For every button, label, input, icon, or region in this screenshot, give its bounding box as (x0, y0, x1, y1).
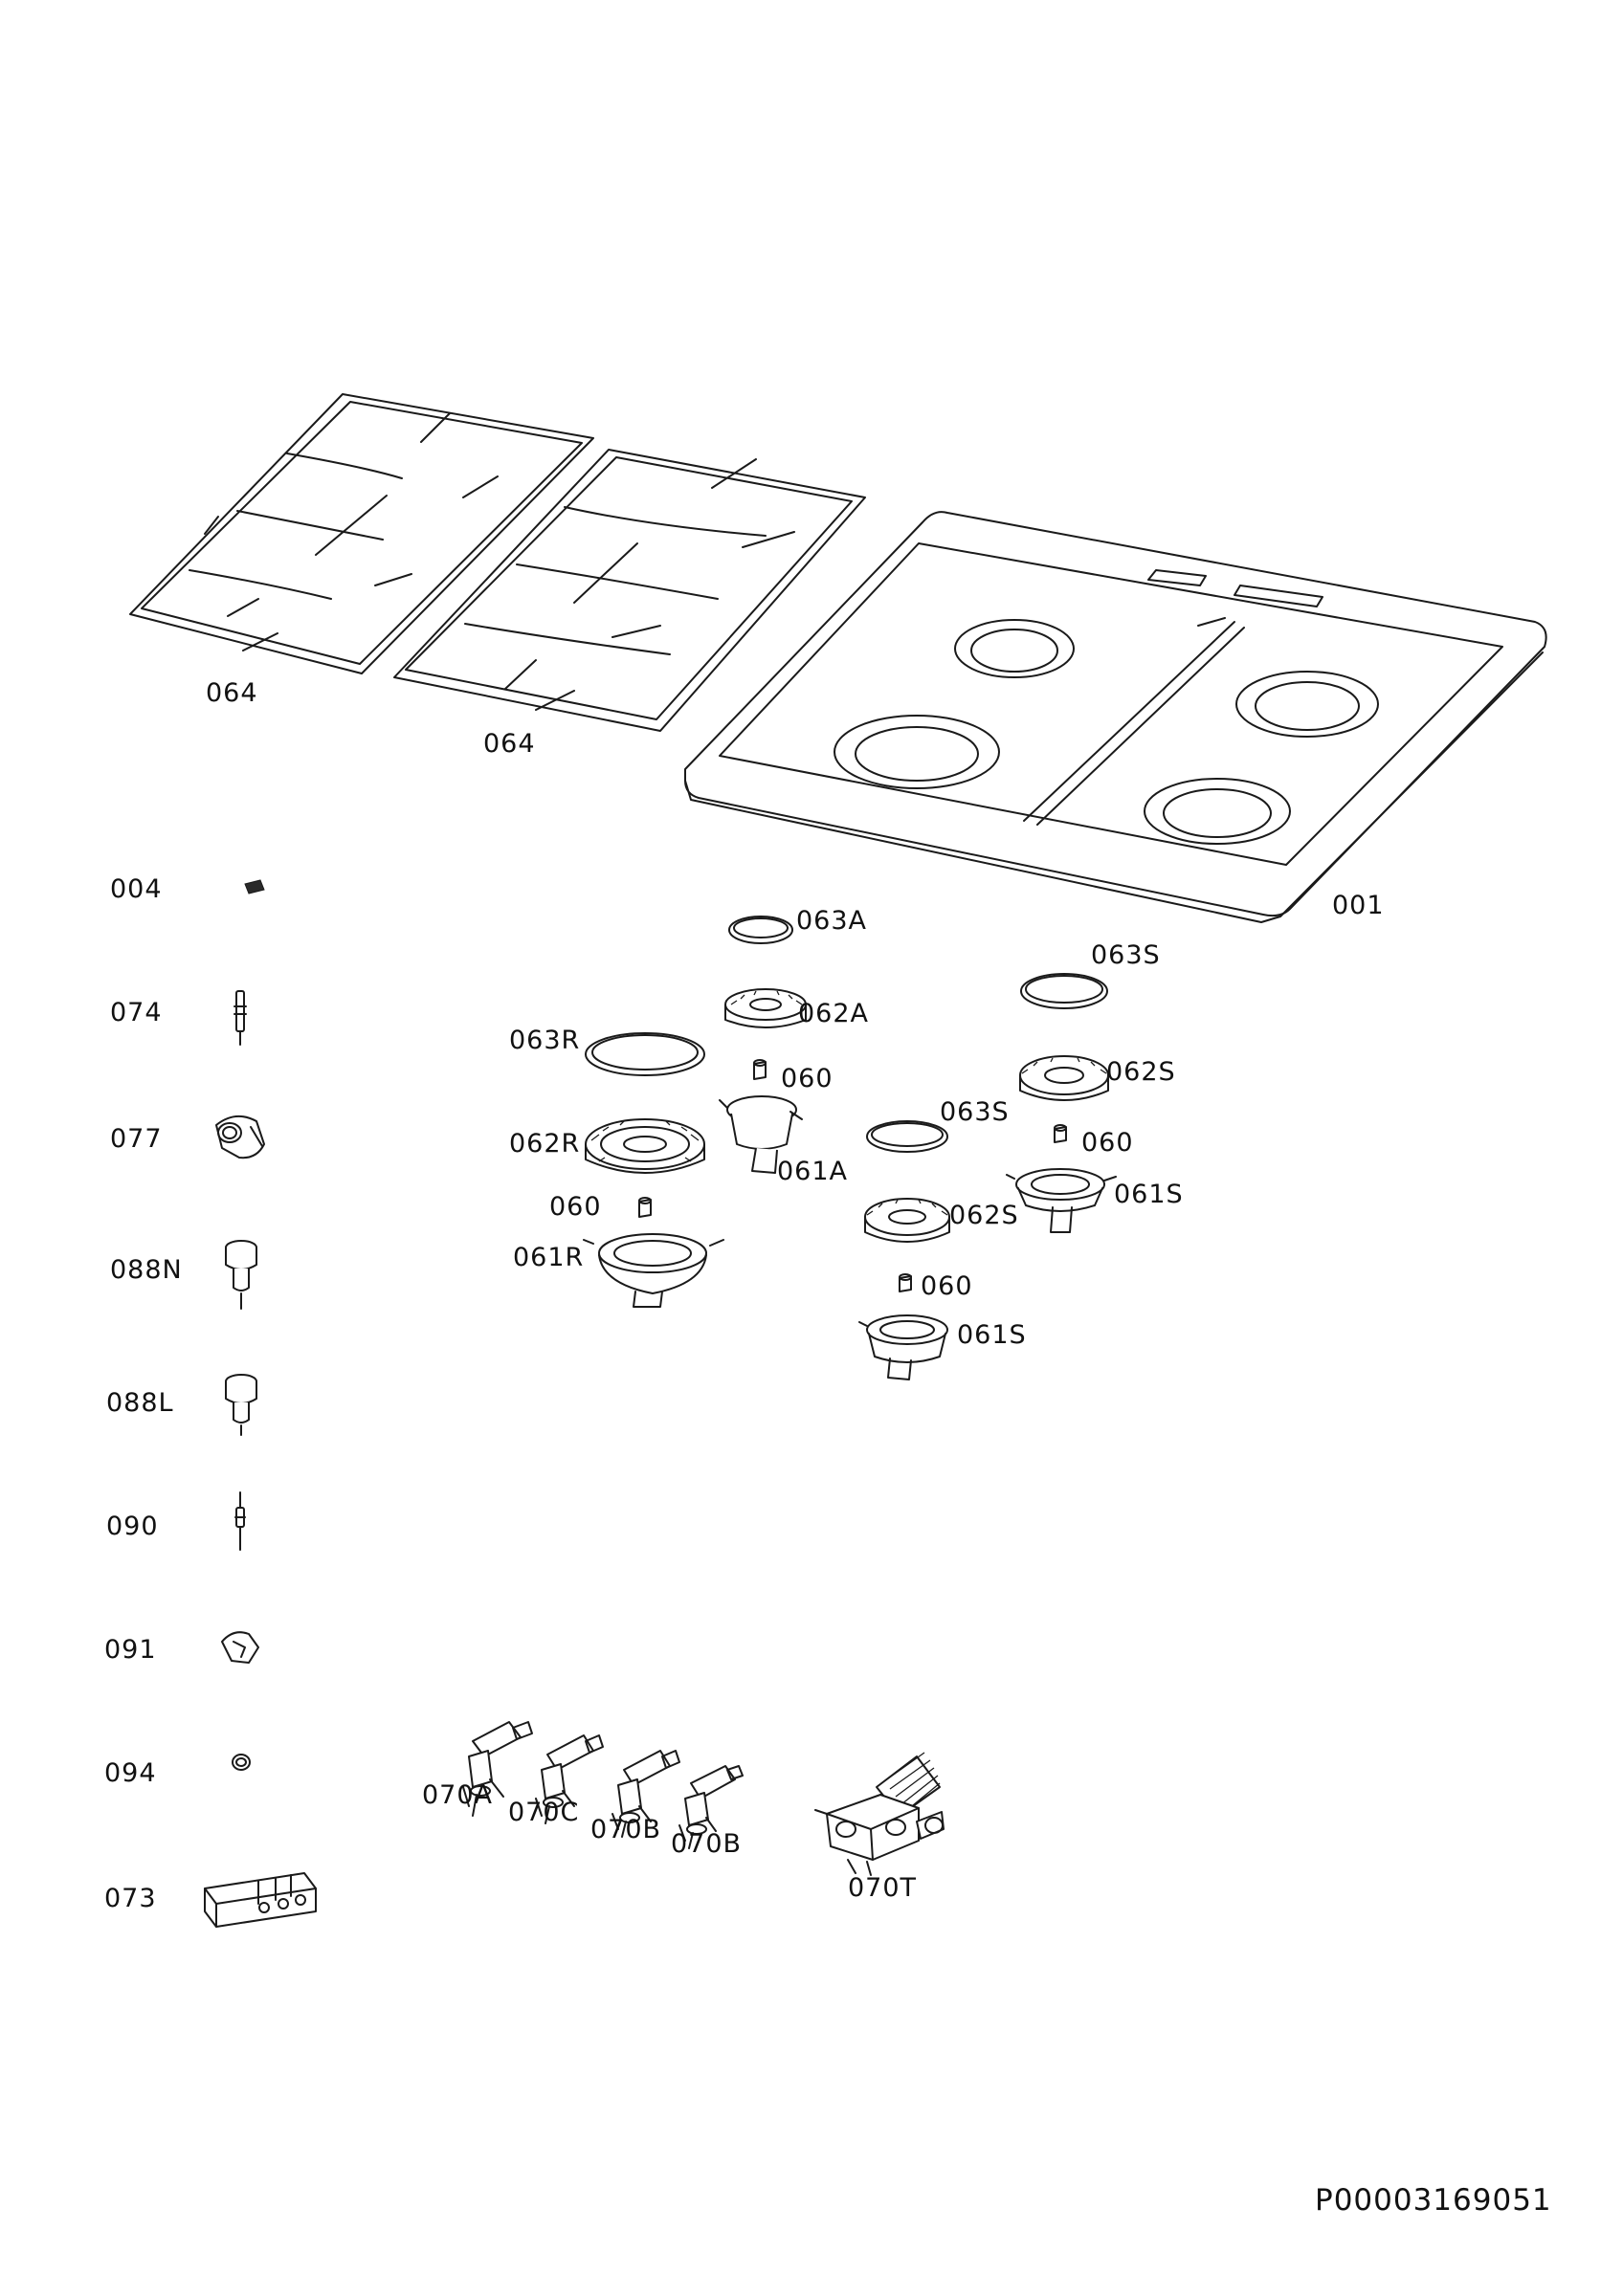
label-063s-lower: 063S (940, 1097, 1010, 1127)
injector-060-r (638, 1197, 652, 1218)
label-094: 094 (104, 1758, 157, 1788)
label-073: 073 (104, 1884, 157, 1913)
label-091: 091 (104, 1635, 157, 1665)
gas-tap-070a (462, 1721, 533, 1817)
label-070t: 070T (848, 1873, 917, 1903)
label-070b-first: 070B (590, 1815, 661, 1844)
burner-cap-063s-lower (866, 1120, 948, 1153)
part-077-icon (215, 1115, 265, 1159)
part-004-icon (244, 879, 265, 894)
burner-body-061s-lower (858, 1314, 948, 1380)
label-grate-left: 064 (206, 678, 258, 708)
thermostat-070t (814, 1752, 945, 1876)
label-061s-lower: 061S (957, 1320, 1027, 1350)
label-070b-second: 070B (671, 1829, 742, 1859)
burner-head-062s-upper (1019, 1055, 1109, 1101)
burner-head-062a (724, 988, 807, 1028)
label-070c: 070C (508, 1798, 579, 1827)
label-061a: 061A (777, 1157, 848, 1186)
label-060-r: 060 (549, 1192, 602, 1222)
label-060-s-upper: 060 (1081, 1128, 1134, 1158)
pan-support-grate-right (393, 449, 866, 732)
label-060-s-lower: 060 (921, 1271, 973, 1301)
burner-body-061r (583, 1233, 724, 1308)
burner-head-062s-lower (864, 1198, 950, 1243)
label-hob-top: 001 (1332, 891, 1385, 920)
label-062r: 062R (509, 1129, 580, 1159)
label-063a: 063A (796, 906, 867, 936)
label-061s-upper: 061S (1114, 1180, 1184, 1209)
part-090-icon (234, 1491, 246, 1551)
label-063s-upper: 063S (1091, 940, 1161, 970)
burner-cap-063r (585, 1032, 705, 1076)
label-004: 004 (110, 874, 163, 904)
label-063r: 063R (509, 1026, 580, 1055)
burner-cap-063a (728, 916, 793, 944)
injector-060-s-upper (1054, 1124, 1067, 1143)
part-074-icon (233, 990, 247, 1046)
injector-060-s-lower (899, 1273, 912, 1292)
burner-body-061a (719, 1095, 803, 1174)
part-091-icon (221, 1631, 259, 1664)
label-grate-right: 064 (483, 729, 536, 759)
document-id: P00003169051 (1315, 2183, 1552, 2218)
label-062s-upper: 062S (1106, 1057, 1176, 1087)
label-088l: 088L (106, 1388, 174, 1418)
burner-cap-063s-upper (1020, 973, 1108, 1009)
gas-tap-070b-first (611, 1750, 680, 1838)
label-060-a: 060 (781, 1064, 834, 1093)
label-090: 090 (106, 1512, 159, 1541)
part-088n-icon (225, 1240, 257, 1310)
label-074: 074 (110, 998, 163, 1027)
label-070a: 070A (422, 1780, 493, 1810)
hob-top (684, 511, 1547, 923)
gas-tap-070c (535, 1734, 604, 1824)
part-088l-icon (225, 1374, 257, 1436)
label-061r: 061R (513, 1243, 584, 1272)
gas-tap-070b-second (678, 1765, 744, 1849)
pan-support-grate-left (129, 393, 594, 674)
burner-body-061s-upper (1006, 1168, 1117, 1233)
part-073-icon (204, 1872, 317, 1928)
label-077: 077 (110, 1124, 163, 1154)
injector-060-a (753, 1059, 767, 1080)
label-088n: 088N (110, 1255, 183, 1285)
label-062s-lower: 062S (949, 1201, 1019, 1230)
burner-head-062r (585, 1118, 705, 1174)
label-062a: 062A (798, 999, 869, 1028)
part-094-icon (232, 1754, 251, 1771)
